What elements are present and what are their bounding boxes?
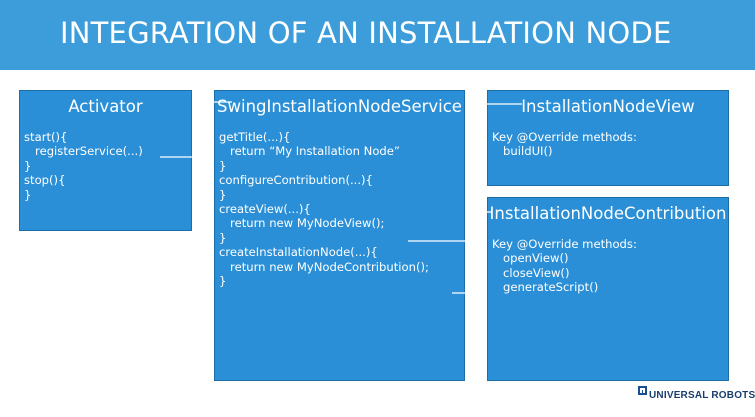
activator-code: start(){ registerService(...) } stop(){ … [24, 130, 143, 202]
universal-robots-logo-icon [638, 386, 647, 395]
brand-name: UNIVERSAL ROBOTS [649, 390, 755, 401]
installation-node-contribution-methods: Key @Override methods: openView() closeV… [492, 237, 637, 295]
slide-title: INTEGRATION OF AN INSTALLATION NODE [60, 16, 672, 50]
universal-robots-logo: UNIVERSAL ROBOTS [638, 386, 755, 401]
swing-installation-node-service-code: getTitle(...){ return “My Installation N… [219, 130, 429, 289]
swing-installation-node-service-box: SwingInstallationNodeService getTitle(..… [214, 90, 465, 381]
title-bar: INTEGRATION OF AN INSTALLATION NODE [0, 0, 755, 70]
installation-node-view-title: InstallationNodeView [521, 97, 695, 116]
installation-node-contribution-title: InstallationNodeContribution [489, 204, 727, 223]
installation-node-view-box: InstallationNodeView Key @Override metho… [487, 90, 729, 186]
installation-node-view-methods: Key @Override methods: buildUI() [492, 130, 637, 159]
swing-installation-node-service-title: SwingInstallationNodeService [217, 97, 462, 116]
connector-create-view [408, 103, 522, 242]
connector-register-service [160, 101, 232, 158]
activator-title: Activator [68, 97, 143, 116]
activator-box: Activator start(){ registerService(...) … [19, 90, 192, 231]
installation-node-contribution-box: InstallationNodeContribution Key @Overri… [487, 197, 729, 381]
connector-create-installation-node [452, 211, 492, 294]
